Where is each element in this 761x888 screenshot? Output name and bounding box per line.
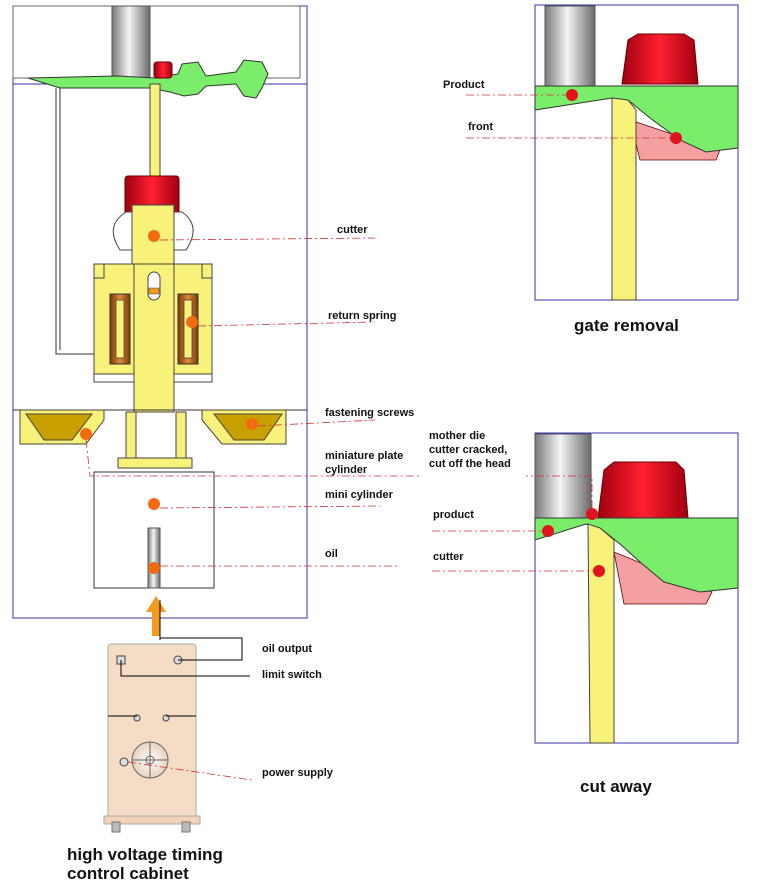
plunger-slot (147, 271, 161, 301)
plate-cylinder-bar (117, 457, 193, 469)
plate-cylinder-leg-right (175, 411, 187, 461)
housing-tab-right (201, 263, 213, 279)
cut-away-cutter (587, 523, 615, 744)
gate-removal-product (534, 85, 739, 153)
cabinet-wheel-right (181, 821, 191, 833)
caption-cabinet-line2: control cabinet (67, 864, 189, 883)
label-miniature-plate: miniature plate (325, 450, 404, 462)
label-limit-switch: limit switch (262, 669, 322, 681)
caption-cut-away: cut away (580, 777, 652, 796)
label-power-supply: power supply (262, 767, 333, 779)
label-return-spring: return spring (328, 310, 397, 322)
sprue-rod (111, 5, 151, 79)
mini-cylinder-dot (148, 498, 160, 510)
main-assembly (12, 5, 420, 636)
caption-cabinet-line1: high voltage timing (67, 845, 223, 864)
label-cut-off-head: cut off the head (429, 458, 511, 470)
label-fastening-screws: fastening screws (325, 407, 415, 419)
label-cutter-cracked: cutter cracked, (429, 444, 508, 456)
gate-head (153, 61, 173, 79)
cabinet-wheel-left (111, 821, 121, 833)
cut-away-product (534, 517, 739, 593)
leader-lines-top-right (466, 94, 670, 139)
screw-countersink-left (25, 413, 94, 441)
front-dot (670, 132, 682, 144)
power-port (119, 757, 129, 767)
label-product-bottom: product (433, 509, 474, 521)
cabinet-base (103, 815, 201, 825)
cutter-dot (148, 230, 160, 242)
control-cabinet (103, 600, 253, 833)
oil-flow-arrow (146, 596, 166, 636)
spring-core-right (183, 299, 193, 359)
plunger (133, 263, 175, 413)
cabinet-wiring (108, 600, 250, 717)
plate-cylinder-leg-left (125, 411, 137, 461)
leader-lines-left (85, 237, 420, 567)
side-plate (55, 88, 100, 355)
screw-dot-left (80, 428, 92, 440)
housing-tab-left (93, 263, 105, 279)
oil-rod (147, 527, 161, 589)
caption-gate-removal: gate removal (574, 316, 679, 335)
spring-core-left (115, 299, 125, 359)
cutter-blade (149, 83, 161, 181)
product-runner (27, 59, 269, 99)
oil-dot (148, 562, 160, 574)
housing-foot-left (93, 373, 135, 383)
gate-removal-red-head (621, 33, 699, 85)
label-mini-cylinder: mini cylinder (325, 489, 393, 501)
housing-foot-right (173, 373, 213, 383)
product-dot-bottom (542, 525, 554, 537)
gate-removal-rod (544, 5, 596, 87)
cutter-dot-right (593, 565, 605, 577)
label-oil-output: oil output (262, 643, 313, 655)
label-product-top: Product (443, 79, 485, 91)
product-dot-top (566, 89, 578, 101)
leader-lines-bottom-right (432, 475, 593, 572)
mother-die-dot (586, 508, 598, 520)
screw-dot-right (246, 418, 258, 430)
power-leader (127, 761, 253, 781)
cut-away-detail (432, 432, 739, 744)
label-cutter: cutter (337, 224, 368, 236)
gate-removal-cutter (611, 97, 637, 301)
label-cylinder: cylinder (325, 464, 368, 476)
cut-away-red-head (597, 461, 689, 519)
gate-removal-detail (466, 4, 739, 301)
label-front: front (468, 121, 494, 133)
slot-pin (148, 287, 160, 295)
label-mother-die: mother die (429, 430, 486, 442)
label-cutter-right: cutter (433, 551, 464, 563)
label-oil: oil (325, 548, 338, 560)
spring-dot (186, 316, 198, 328)
